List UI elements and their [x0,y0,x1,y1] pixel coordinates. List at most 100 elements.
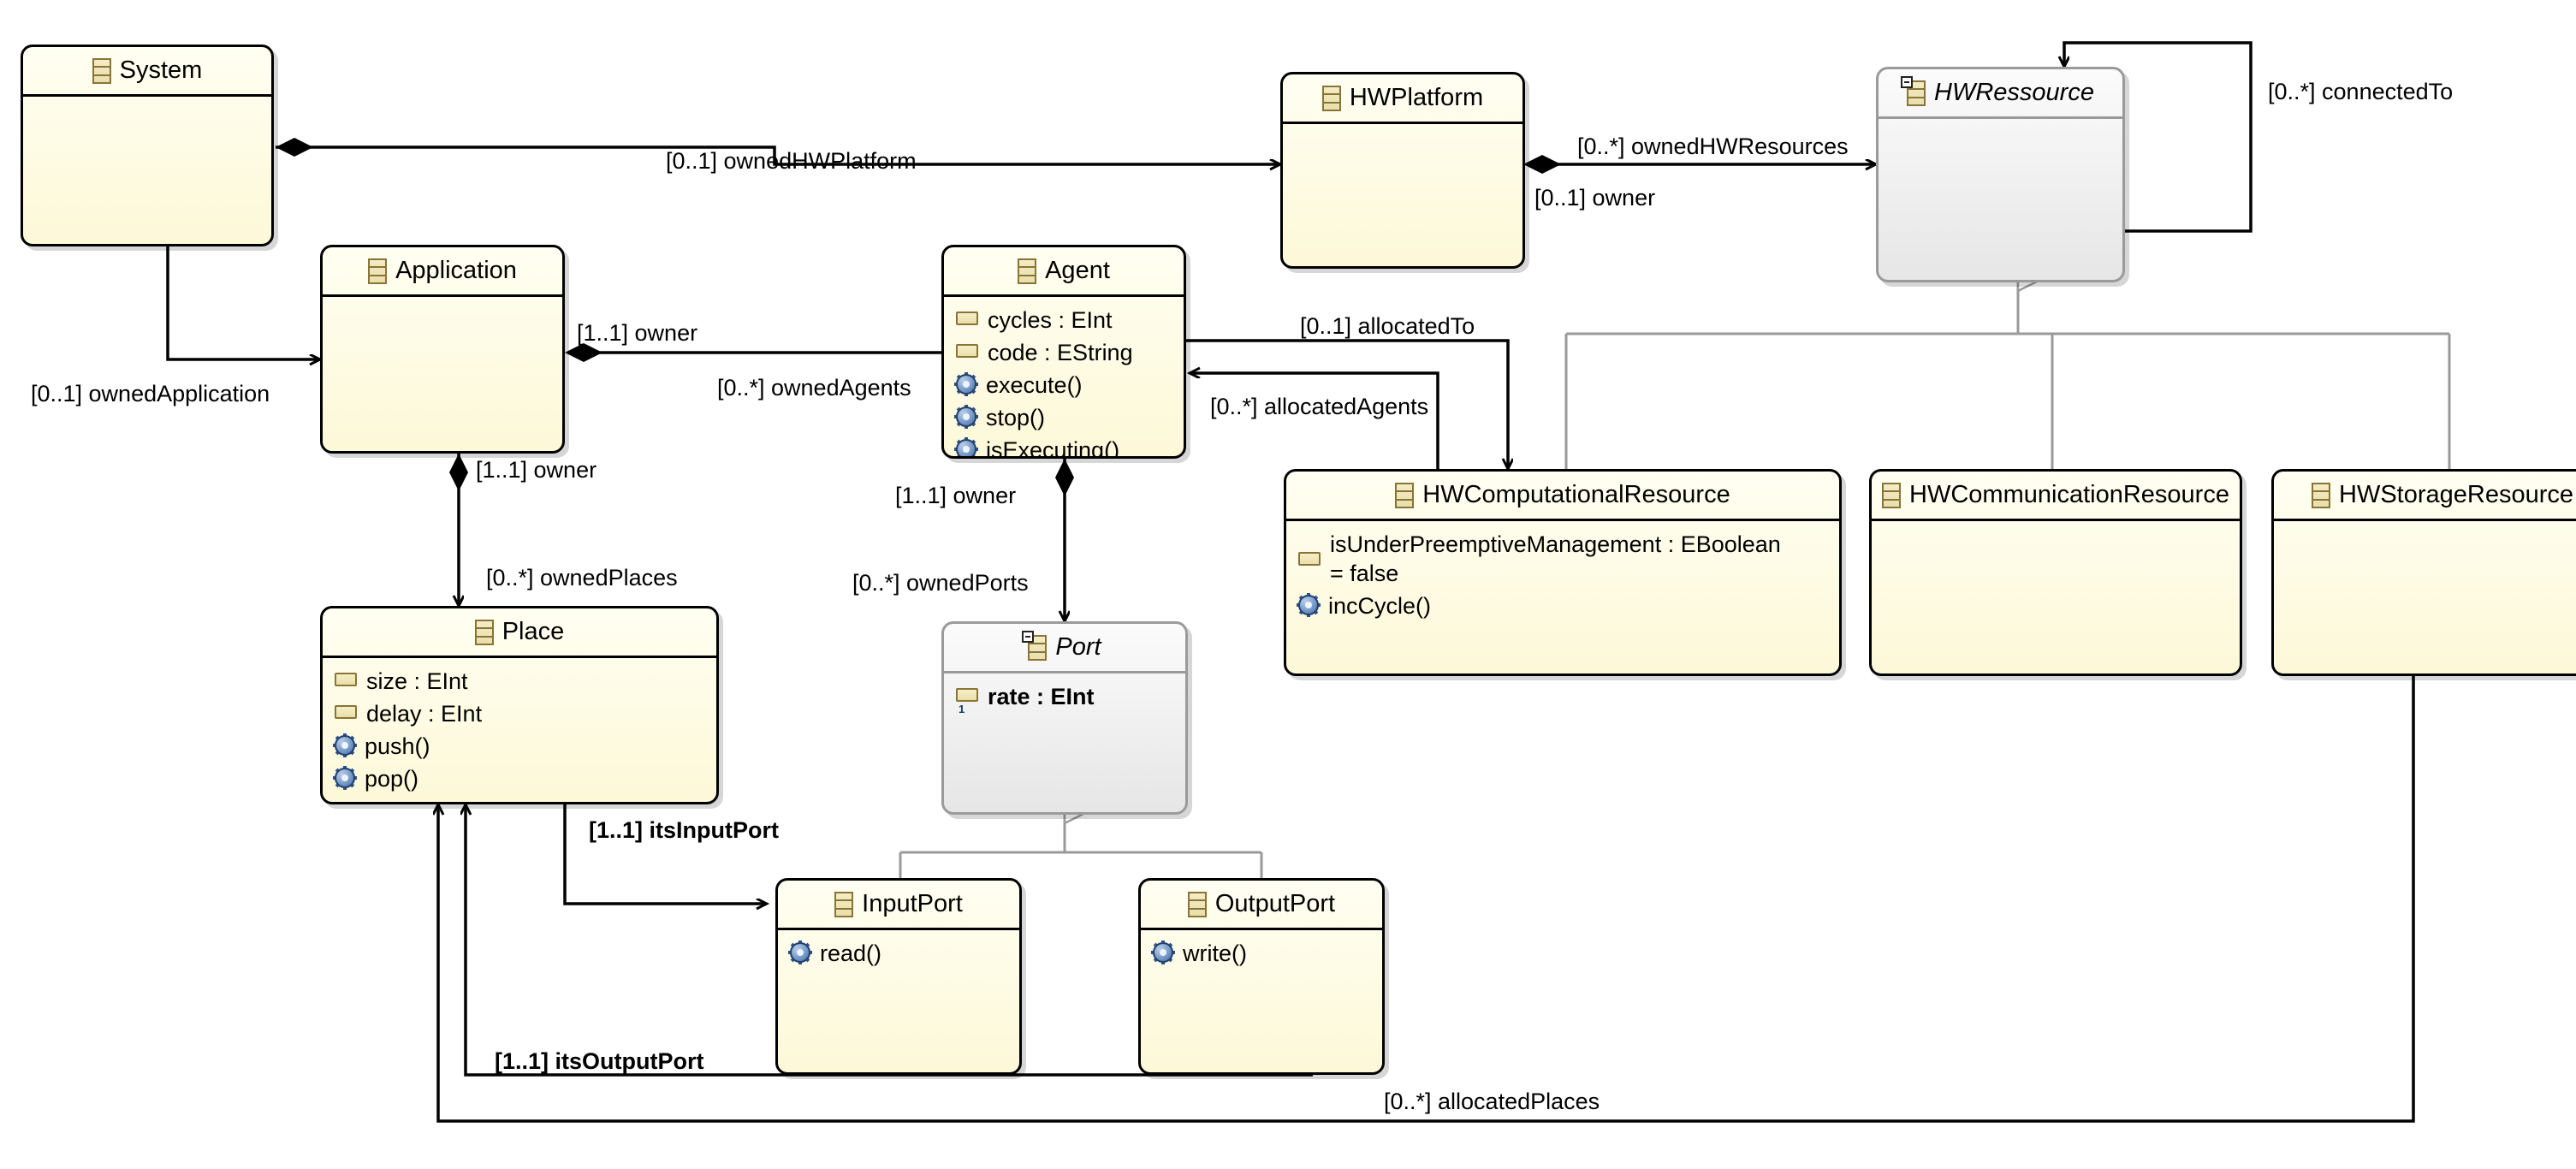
operation-icon [333,733,357,758]
generalization-hwressource [1564,282,2451,469]
class-box-port[interactable]: Port 1 rate : EInt [941,621,1188,815]
operation-row: execute() [944,369,1184,401]
class-box-hwstorageresource[interactable]: HWStorageResource [2271,469,2576,676]
edge-label-owner-application: [1..1] owner [577,320,698,346]
class-box-agent[interactable]: Agent cycles : EInt code : EString execu… [941,245,1186,459]
edge-label-allocated-to: [0..1] allocatedTo [1300,313,1475,339]
attribute-icon: 1 [956,688,978,715]
class-body: isUnderPreemptiveManagement : EBoolean =… [1286,521,1839,622]
attribute-icon [956,312,978,325]
operation-row: stop() [944,401,1184,434]
edge-owned-agents [565,343,957,362]
attribute-label: delay : EInt [366,701,483,727]
class-box-hwcomputationalresource[interactable]: HWComputationalResource isUnderPreemptiv… [1284,469,1842,676]
class-header: Application [323,247,562,297]
operation-row: incCycle() [1286,590,1839,622]
operation-icon [1297,593,1321,618]
edge-label-owned-ports: [0..*] ownedPorts [852,570,1029,596]
class-box-hwcommunicationresource[interactable]: HWCommunicationResource [1869,469,2242,676]
class-box-system[interactable]: System [21,45,274,246]
edge-label-owned-hwplatform: [0..1] ownedHWPlatform [666,148,917,174]
class-box-outputport[interactable]: OutputPort write() [1138,878,1385,1075]
operation-label: isExecuting() [986,437,1120,459]
edge-label-allocated-agents: [0..*] allocatedAgents [1210,394,1429,419]
attribute-icon [335,705,357,720]
operation-row: read() [778,937,1019,970]
class-header: Agent [944,247,1184,297]
class-box-hwplatform[interactable]: HWPlatform [1280,72,1525,269]
edge-label-allocated-places: [0..*] allocatedPlaces [1384,1089,1600,1114]
class-name: Port [1055,633,1101,661]
class-name: InputPort [862,890,963,917]
class-header: Place [323,608,716,658]
operation-label: stop() [986,405,1046,431]
attribute-row: cycles : EInt [944,304,1184,336]
operation-label: push() [365,733,430,760]
abstract-marker-icon [1022,630,1035,643]
ecore-class-icon [1187,891,1207,917]
class-name: HWPlatform [1349,84,1484,111]
class-body: cycles : EInt code : EString execute() s… [944,297,1184,459]
class-box-inputport[interactable]: InputPort read() [775,878,1022,1075]
class-name: HWCommunicationResource [1909,481,2229,508]
class-name: HWComputationalResource [1422,481,1730,508]
multiplicity-one-badge: 1 [959,703,965,715]
edge-label-owner-hwplatform: [0..1] owner [1534,185,1656,211]
edge-label-owned-places: [0..*] ownedPlaces [486,565,678,590]
class-header: Port [944,624,1185,674]
ecore-class-icon [834,891,854,917]
operation-label: incCycle() [1328,593,1432,620]
class-header: HWComputationalResource [1286,472,1839,521]
operation-icon [954,405,978,430]
operation-icon [788,941,812,964]
generalization-port [899,815,1263,878]
attribute-row: delay : EInt [323,697,716,730]
class-name: System [119,56,203,84]
class-name: Place [502,618,565,645]
class-body: 1 rate : EInt [944,674,1185,715]
ecore-class-icon [1321,85,1341,111]
class-header: InputPort [778,881,1019,930]
class-body [1879,119,2122,126]
class-box-hwressource[interactable]: HWRessource [1876,67,2125,282]
edge-its-input-port [563,796,767,904]
abstract-marker-icon [1901,75,1914,88]
class-name: OutputPort [1214,890,1336,917]
ecore-abstract-class-icon [1022,630,1048,661]
class-body [2274,521,2576,528]
operation-icon [954,437,978,456]
class-box-place[interactable]: Place size : EInt delay : EInt push() po… [320,606,719,804]
attribute-label: isUnderPreemptiveManagement : EBoolean [1330,531,1781,557]
class-header: HWCommunicationResource [1872,472,2240,521]
edge-label-its-input-port: [1..1] itsInputPort [589,817,779,843]
attribute-icon [956,344,978,359]
operation-icon [1151,941,1175,964]
edge-label-connected-to: [0..*] connectedTo [2268,79,2454,104]
class-body: read() [778,930,1019,970]
attribute-default-value: = false [1330,561,1399,587]
operation-label: pop() [365,766,419,792]
class-name: HWStorageResource [2339,481,2573,508]
operation-row: write() [1141,937,1382,970]
edge-label-owned-hwresources: [0..*] ownedHWResources [1577,134,1849,159]
class-header: OutputPort [1141,881,1382,930]
ecore-class-icon [1018,258,1037,284]
operation-row: pop() [323,763,716,795]
class-body [323,297,562,304]
ecore-class-icon [1395,482,1415,508]
class-body: write() [1141,930,1382,970]
class-body [1283,124,1522,131]
class-box-application[interactable]: Application [320,245,565,454]
operation-label: execute() [986,372,1083,399]
edge-owned-ports [1055,459,1074,621]
class-name: Application [395,257,517,284]
operation-row: push() [323,730,716,763]
attribute-row: isUnderPreemptiveManagement : EBoolean =… [1286,528,1839,590]
ecore-class-icon [1882,482,1902,508]
class-header: HWStorageResource [2274,472,2576,521]
class-header: HWRessource [1879,69,2122,119]
edge-owned-places [449,454,468,606]
edge-allocated-places [438,676,2415,1123]
attribute-label: size : EInt [366,668,468,694]
operation-row: isExecuting() [944,434,1184,459]
